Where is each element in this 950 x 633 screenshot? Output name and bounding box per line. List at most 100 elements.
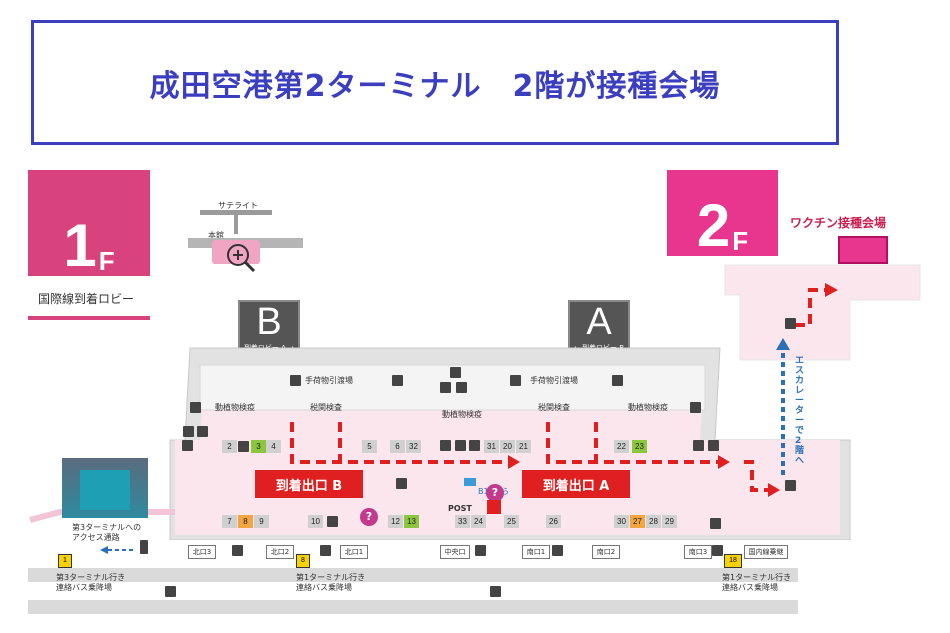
restroom-icon — [190, 402, 201, 413]
taxi-icon — [165, 586, 176, 597]
road-lower — [28, 600, 798, 614]
inset-satellite-label: サテライト — [218, 201, 258, 210]
gate-a-letter: A — [586, 301, 612, 343]
exit-south-2: 南口2 — [592, 545, 620, 559]
escalator-icon — [232, 545, 243, 556]
restroom-icon — [440, 382, 451, 393]
counter: 20 — [500, 440, 515, 453]
floor-2f-suffix: F — [732, 226, 749, 256]
floor-2f-plan — [724, 264, 921, 361]
first-aid-icon — [487, 500, 501, 514]
inset-satellite-bar — [200, 210, 272, 215]
elevator-icon — [469, 440, 480, 451]
arrow-icon — [464, 478, 476, 486]
info-question-icon: ? — [486, 484, 504, 502]
shop-icon — [710, 518, 721, 529]
inset-highlight — [212, 240, 260, 264]
counter: 23 — [632, 440, 647, 453]
counter: 10 — [308, 515, 323, 528]
road-upper — [28, 568, 798, 582]
escalator-icon — [552, 545, 563, 556]
counter: 24 — [471, 515, 486, 528]
bus-stop-18-line2: 連絡バス乗降場 — [722, 583, 778, 592]
escalator-icon — [396, 478, 407, 489]
counter: 2 — [222, 440, 237, 453]
vaccine-venue-marker — [838, 236, 888, 264]
access-passage-label-1: 第3ターミナルへの — [72, 523, 142, 532]
vaccine-venue-label: ワクチン接種会場 — [790, 216, 887, 230]
counter: 12 — [388, 515, 403, 528]
counter: 4 — [266, 440, 281, 453]
domestic-transfer: 国内線乗継 — [744, 545, 788, 559]
restroom-icon — [182, 440, 193, 451]
floor-1f-badge: 1 F — [28, 170, 150, 276]
counter: 21 — [516, 440, 531, 453]
counter: 9 — [254, 515, 269, 528]
counter: 33 — [455, 515, 470, 528]
info-icon — [475, 545, 486, 556]
photo-icon — [327, 516, 338, 527]
restroom-icon — [440, 440, 451, 451]
floor-1f-number: 1 — [63, 212, 97, 279]
bus-stop-8-line2: 連絡バス乗降場 — [296, 583, 352, 592]
exit-south-3: 南口3 — [684, 545, 712, 559]
counter: 28 — [646, 515, 661, 528]
baggage-claim-label-1: 手荷物引渡場 — [305, 376, 353, 385]
restroom-icon — [690, 402, 701, 413]
bus-stop-8-line1: 第1ターミナル行き — [296, 573, 366, 582]
counter: 26 — [546, 515, 561, 528]
escalator-icon — [290, 375, 301, 386]
escalator-icon — [612, 375, 623, 386]
counter: 8 — [238, 515, 253, 528]
escalator-icon — [320, 545, 331, 556]
escalator-icon — [785, 318, 796, 329]
escalator-icon — [712, 545, 723, 556]
floor-2f-number: 2 — [696, 192, 731, 259]
exit-north-3: 北口3 — [188, 545, 216, 559]
page-title: 成田空港第2ターミナル 2階が接種会場 — [149, 68, 721, 104]
access-passage-label-2: アクセス通路 — [72, 533, 120, 542]
escalator-icon — [392, 375, 403, 386]
pedestrian-icon — [140, 540, 148, 554]
escalator-icon — [785, 480, 796, 491]
counter: 29 — [662, 515, 677, 528]
counter: 7 — [222, 515, 237, 528]
wheelchair-icon — [197, 426, 208, 437]
title-box: 成田空港第2ターミナル 2階が接種会場 — [31, 20, 839, 145]
magnifier-icon — [227, 244, 256, 273]
taxi-icon — [490, 586, 501, 597]
inset-main-label: 本館 — [208, 231, 224, 240]
customs-label-1: 税関検査 — [310, 403, 342, 412]
customs-label-2: 税関検査 — [538, 403, 570, 412]
arrival-lobby-label: 国際線到着ロビー — [38, 292, 135, 306]
counter: 22 — [614, 440, 629, 453]
wheelchair-icon — [456, 382, 467, 393]
elevator-icon — [183, 426, 194, 437]
counter: 6 — [390, 440, 405, 453]
wheelchair-icon — [708, 440, 719, 451]
counter: 32 — [406, 440, 421, 453]
bus-stop-number: 1 — [58, 554, 72, 568]
locker-icon — [238, 441, 249, 452]
post-label: POST — [448, 504, 472, 513]
exit-central: 中央口 — [440, 545, 470, 559]
wheelchair-icon — [455, 440, 466, 451]
counter: 31 — [484, 440, 499, 453]
info-question-icon: ? — [360, 508, 378, 526]
inset-connector — [234, 214, 238, 234]
bus-stop-1-line2: 連絡バス乗降場 — [56, 583, 112, 592]
arrival-exit-a: 到着出口 A — [522, 470, 630, 498]
quarantine-label-2: 動植物検疫 — [442, 410, 482, 419]
lobby-underline — [28, 316, 150, 320]
bus-stop-number: 8 — [296, 554, 310, 568]
bus-stop-1-line1: 第3ターミナル行き — [56, 573, 126, 582]
bus-stop-18-line1: 第1ターミナル行き — [722, 573, 792, 582]
counter: 3 — [251, 440, 266, 453]
counter: 5 — [362, 440, 377, 453]
escalator-icon — [510, 375, 521, 386]
quarantine-label-1: 動植物検疫 — [215, 403, 255, 412]
counter: 13 — [404, 515, 419, 528]
access-passage-photo-floor — [80, 470, 130, 510]
counter: 25 — [504, 515, 519, 528]
